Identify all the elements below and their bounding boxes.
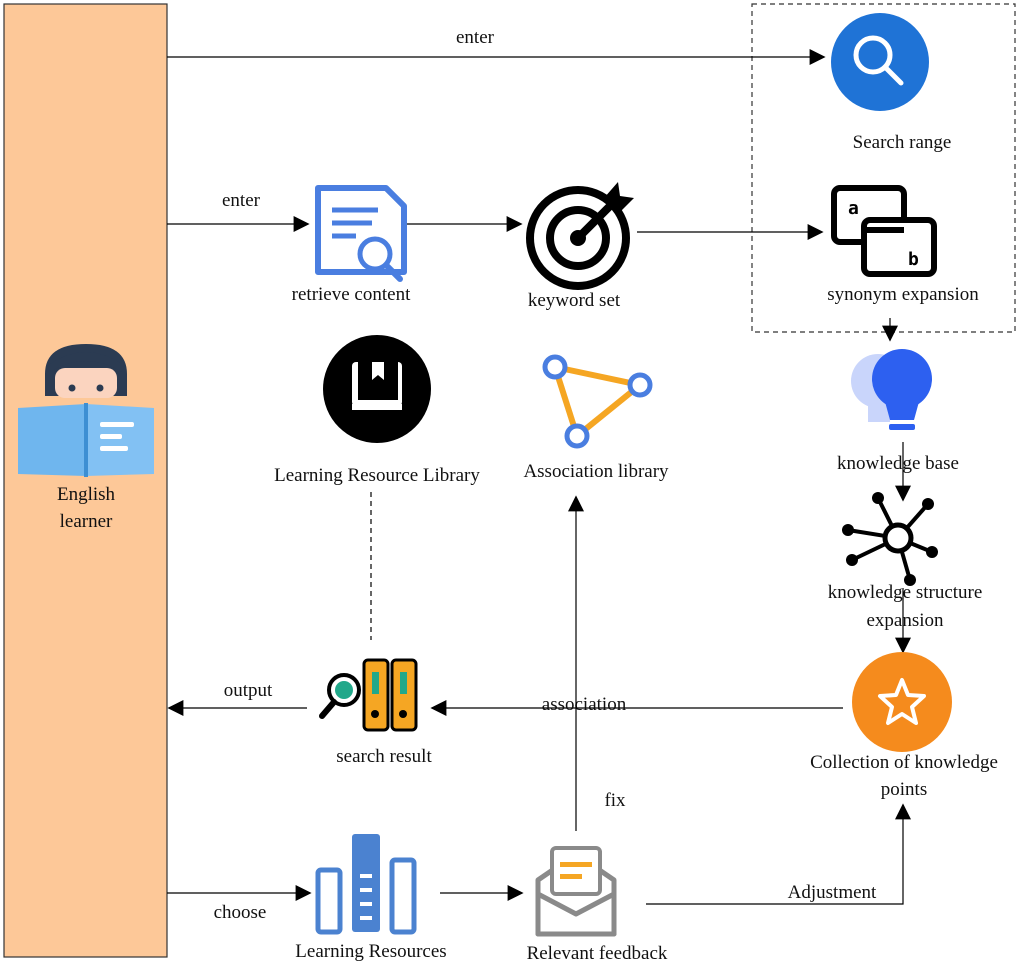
edge-label-choose: choose — [214, 902, 267, 923]
bar-chart-icon — [315, 834, 417, 935]
lightbulb-icon — [851, 349, 932, 430]
edge-label-output: output — [224, 680, 273, 701]
network-triangle-icon — [542, 354, 653, 449]
search-result-label: search result — [336, 746, 432, 767]
learner-label-line1: English — [57, 484, 116, 505]
svg-text:b: b — [908, 249, 919, 270]
translate-icon: a b — [831, 185, 937, 277]
learning-resource-library-label: Learning Resource Library — [274, 465, 480, 486]
learner-label-line2: learner — [60, 511, 113, 532]
star-badge-icon — [852, 652, 952, 752]
collection-label-line1: Collection of knowledge — [810, 752, 998, 773]
knowledge-structure-label-line2: expansion — [866, 610, 944, 631]
file-search-icon — [319, 658, 418, 732]
keyword-set-label: keyword set — [528, 290, 621, 311]
association-library-label: Association library — [523, 461, 669, 482]
relevant-feedback-label: Relevant feedback — [527, 943, 668, 964]
edge-label-enter-top: enter — [456, 27, 495, 48]
search-range-label: Search range — [853, 132, 952, 153]
retrieve-content-label: retrieve content — [292, 284, 411, 305]
synonym-expansion-label: synonym expansion — [827, 284, 979, 305]
collection-label-line2: points — [881, 779, 927, 800]
learner-reading-icon — [18, 344, 154, 477]
knowledge-base-label: knowledge base — [837, 453, 959, 474]
learning-resources-label: Learning Resources — [295, 941, 446, 962]
learner-panel — [3, 3, 168, 958]
search-icon — [831, 13, 929, 111]
target-icon — [526, 182, 634, 290]
edge-label-fix: fix — [604, 790, 626, 811]
svg-text:a: a — [848, 198, 859, 219]
book-library-icon — [323, 335, 431, 443]
mail-icon — [535, 846, 617, 937]
knowledge-structure-label-line1: knowledge structure — [828, 582, 983, 603]
document-search-icon — [315, 185, 407, 282]
edge-label-adjustment: Adjustment — [788, 882, 877, 903]
edge-adjustment — [646, 803, 911, 905]
hub-network-icon — [842, 492, 938, 586]
edge-label-enter-mid: enter — [222, 190, 261, 211]
edge-label-association: association — [542, 694, 627, 715]
